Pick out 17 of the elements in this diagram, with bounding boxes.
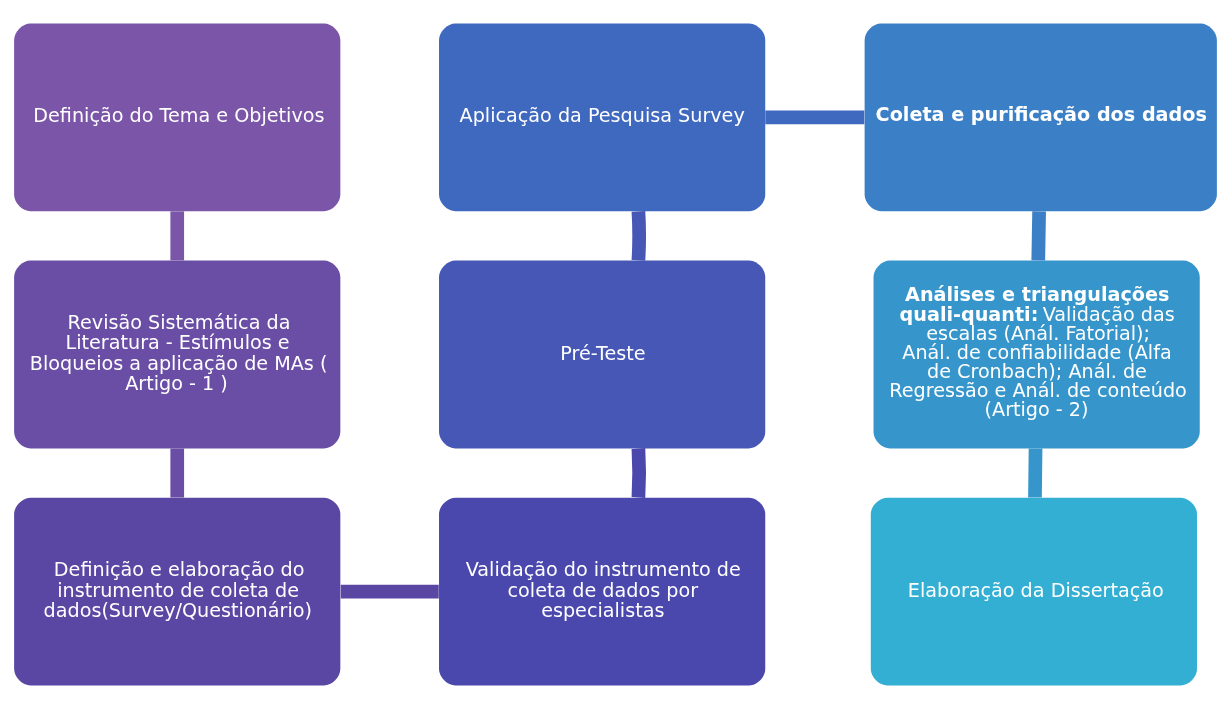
connector bbox=[631, 211, 646, 261]
connector bbox=[340, 584, 439, 599]
node-box: Coleta e purificação dos dados bbox=[864, 23, 1217, 212]
connector bbox=[1031, 211, 1046, 261]
connector bbox=[631, 448, 646, 498]
connector bbox=[170, 211, 185, 261]
node-box: Revisão Sistemática da Literatura - Estímulos e Bloqueios a aplicação de MAs ( Artigo - 1 ) bbox=[14, 260, 341, 449]
node-box: Pré-Teste bbox=[439, 260, 766, 449]
node-box: Aplicação da Pesquisa Survey bbox=[439, 23, 766, 212]
node-box: Elaboração da Dissertação bbox=[870, 497, 1197, 686]
node-box: Definição do Tema e Objetivos bbox=[14, 23, 341, 212]
node-box: Definição e elaboração do instrumento de coleta de dados(Survey/Questionário) bbox=[14, 497, 341, 686]
node-box: Validação do instrumento de coleta de dados por especialistas bbox=[439, 497, 766, 686]
connector bbox=[1028, 448, 1043, 498]
connector bbox=[765, 110, 865, 125]
connector bbox=[170, 448, 185, 498]
node-box: Análises e triangulações quali-quanti: Validação das escalas (Anál. Fatorial); Anál. de confiabilidade (Alfa de Cronbach); Anál. de Regressão e Anál. de conteúdo (Artigo - 2) bbox=[873, 260, 1200, 449]
